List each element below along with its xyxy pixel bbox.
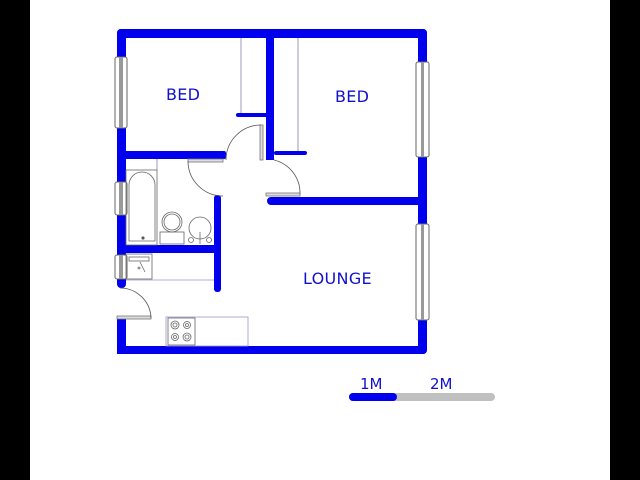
windows xyxy=(114,56,430,321)
kitchen-sink-icon xyxy=(125,253,153,280)
wall-bed1-closet xyxy=(236,113,268,117)
window-lounge-right xyxy=(415,223,430,321)
kitchen-fixtures xyxy=(125,253,249,347)
scale-bar-filled xyxy=(349,393,397,401)
room-label-bed-2: BED xyxy=(335,87,370,106)
door-bathroom xyxy=(187,158,224,197)
bathroom-fixtures xyxy=(125,169,212,246)
kitchen-counter xyxy=(165,316,249,347)
walls xyxy=(117,29,427,354)
wall-lounge-top xyxy=(267,197,427,205)
toilet-icon xyxy=(159,211,185,245)
door-bed2 xyxy=(265,159,301,197)
stove-icon xyxy=(167,317,196,346)
door-bed1 xyxy=(225,124,264,161)
wall-bed2-closet xyxy=(274,151,307,155)
room-label-lounge: LOUNGE xyxy=(303,269,372,288)
wall-bed-divider xyxy=(266,30,274,160)
window-bath-left xyxy=(114,181,128,216)
window-kitchen-left xyxy=(114,254,128,280)
wall-bath-right xyxy=(214,195,221,292)
window-bed2-right xyxy=(415,61,430,158)
scale-label-1m: 1M xyxy=(360,375,383,393)
wall-bed1-bottom xyxy=(117,151,226,159)
wall-bottom xyxy=(117,346,427,354)
wall-bath-bottom xyxy=(117,245,221,253)
scale-label-2m: 2M xyxy=(430,375,453,393)
closet-lines xyxy=(156,38,299,170)
scale-bar xyxy=(349,393,495,401)
doors xyxy=(116,124,301,320)
room-label-bed-1: BED xyxy=(166,85,201,104)
bathtub-icon xyxy=(125,169,158,246)
window-bed1-left xyxy=(114,56,128,129)
basin-icon xyxy=(188,216,212,244)
wall-left-lower xyxy=(117,318,126,354)
door-entrance xyxy=(116,287,152,320)
